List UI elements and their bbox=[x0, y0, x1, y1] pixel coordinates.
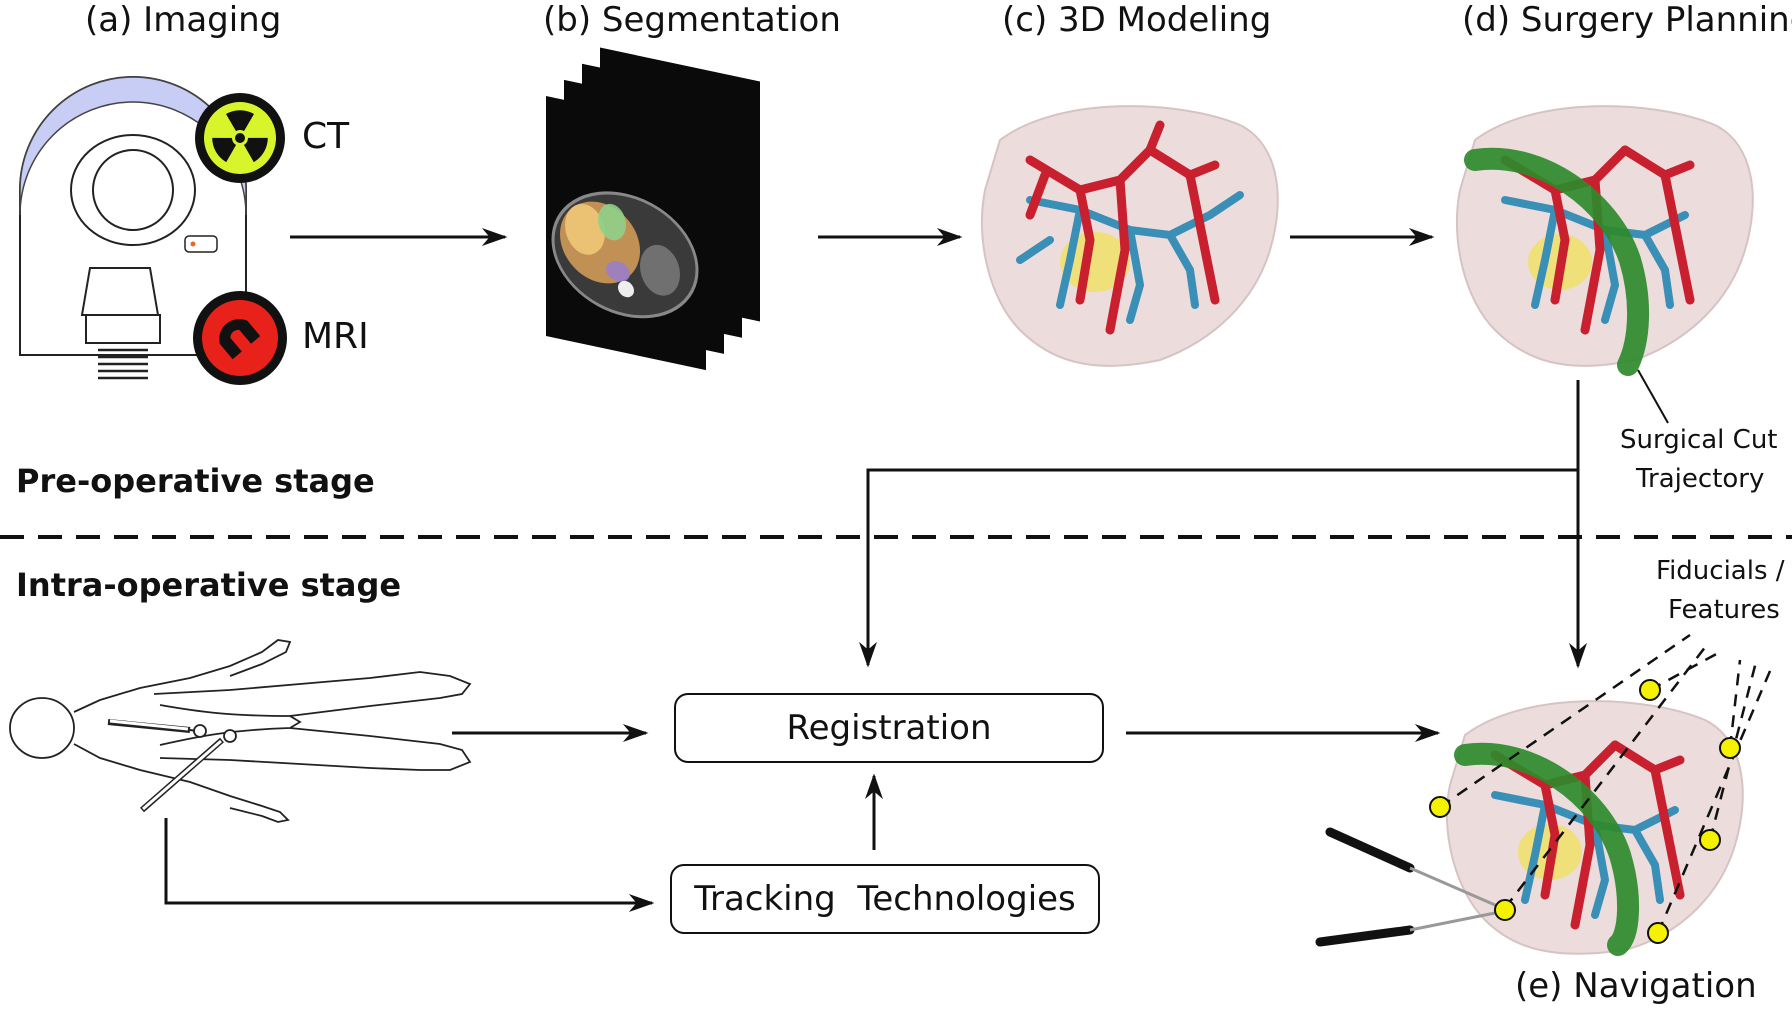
registration-box: Registration bbox=[674, 693, 1104, 763]
fiducial-marker bbox=[1429, 796, 1451, 818]
flow-arrows bbox=[164, 228, 1587, 912]
pre-operative-stage-label: Pre-operative stage bbox=[16, 462, 375, 500]
panel-title-navigation: (e) Navigation bbox=[1515, 966, 1757, 1006]
liver-plan-model bbox=[1455, 105, 1754, 376]
panel-title-modeling: (c) 3D Modeling bbox=[1002, 0, 1272, 40]
fiducials-label-line1: Fiducials / bbox=[1656, 556, 1785, 586]
scanner-icon bbox=[19, 76, 247, 380]
fiducial-markers bbox=[1429, 679, 1741, 944]
cut-pointer-line bbox=[1637, 369, 1669, 424]
fiducial-marker bbox=[1639, 679, 1661, 701]
panel-title-segmentation: (b) Segmentation bbox=[543, 0, 841, 40]
fiducials-label-line2: Features bbox=[1668, 595, 1780, 625]
ct-slice-stack bbox=[546, 47, 760, 371]
panel-title-imaging: (a) Imaging bbox=[85, 0, 282, 40]
tracked-instruments bbox=[107, 719, 237, 813]
ct-label: CT bbox=[302, 116, 350, 157]
panel-title-planning: (d) Surgery Planning bbox=[1462, 0, 1792, 40]
surgical-cut-label-line1: Surgical Cut bbox=[1620, 425, 1778, 455]
radiation-icon bbox=[195, 93, 285, 183]
fiducial-marker bbox=[1699, 829, 1721, 851]
navigation-tools bbox=[1315, 827, 1503, 947]
fiducial-marker bbox=[1719, 737, 1741, 759]
mri-label: MRI bbox=[302, 316, 369, 357]
magnet-icon bbox=[193, 291, 287, 385]
fiducial-marker bbox=[1494, 899, 1516, 921]
arrow-patient-to-tracking bbox=[164, 818, 655, 912]
liver-model-3d bbox=[980, 105, 1279, 367]
surgical-cut-label-line2: Trajectory bbox=[1636, 464, 1765, 494]
liver-navigation-model bbox=[1445, 700, 1744, 956]
arrow-planning-to-registration bbox=[859, 380, 1580, 668]
fiducial-marker bbox=[1647, 922, 1669, 944]
tracking-technologies-box: Tracking Technologies bbox=[670, 864, 1100, 934]
intra-operative-stage-label: Intra-operative stage bbox=[16, 566, 402, 604]
cut-trajectory bbox=[1464, 147, 1650, 376]
patient-body-outline bbox=[9, 639, 472, 823]
